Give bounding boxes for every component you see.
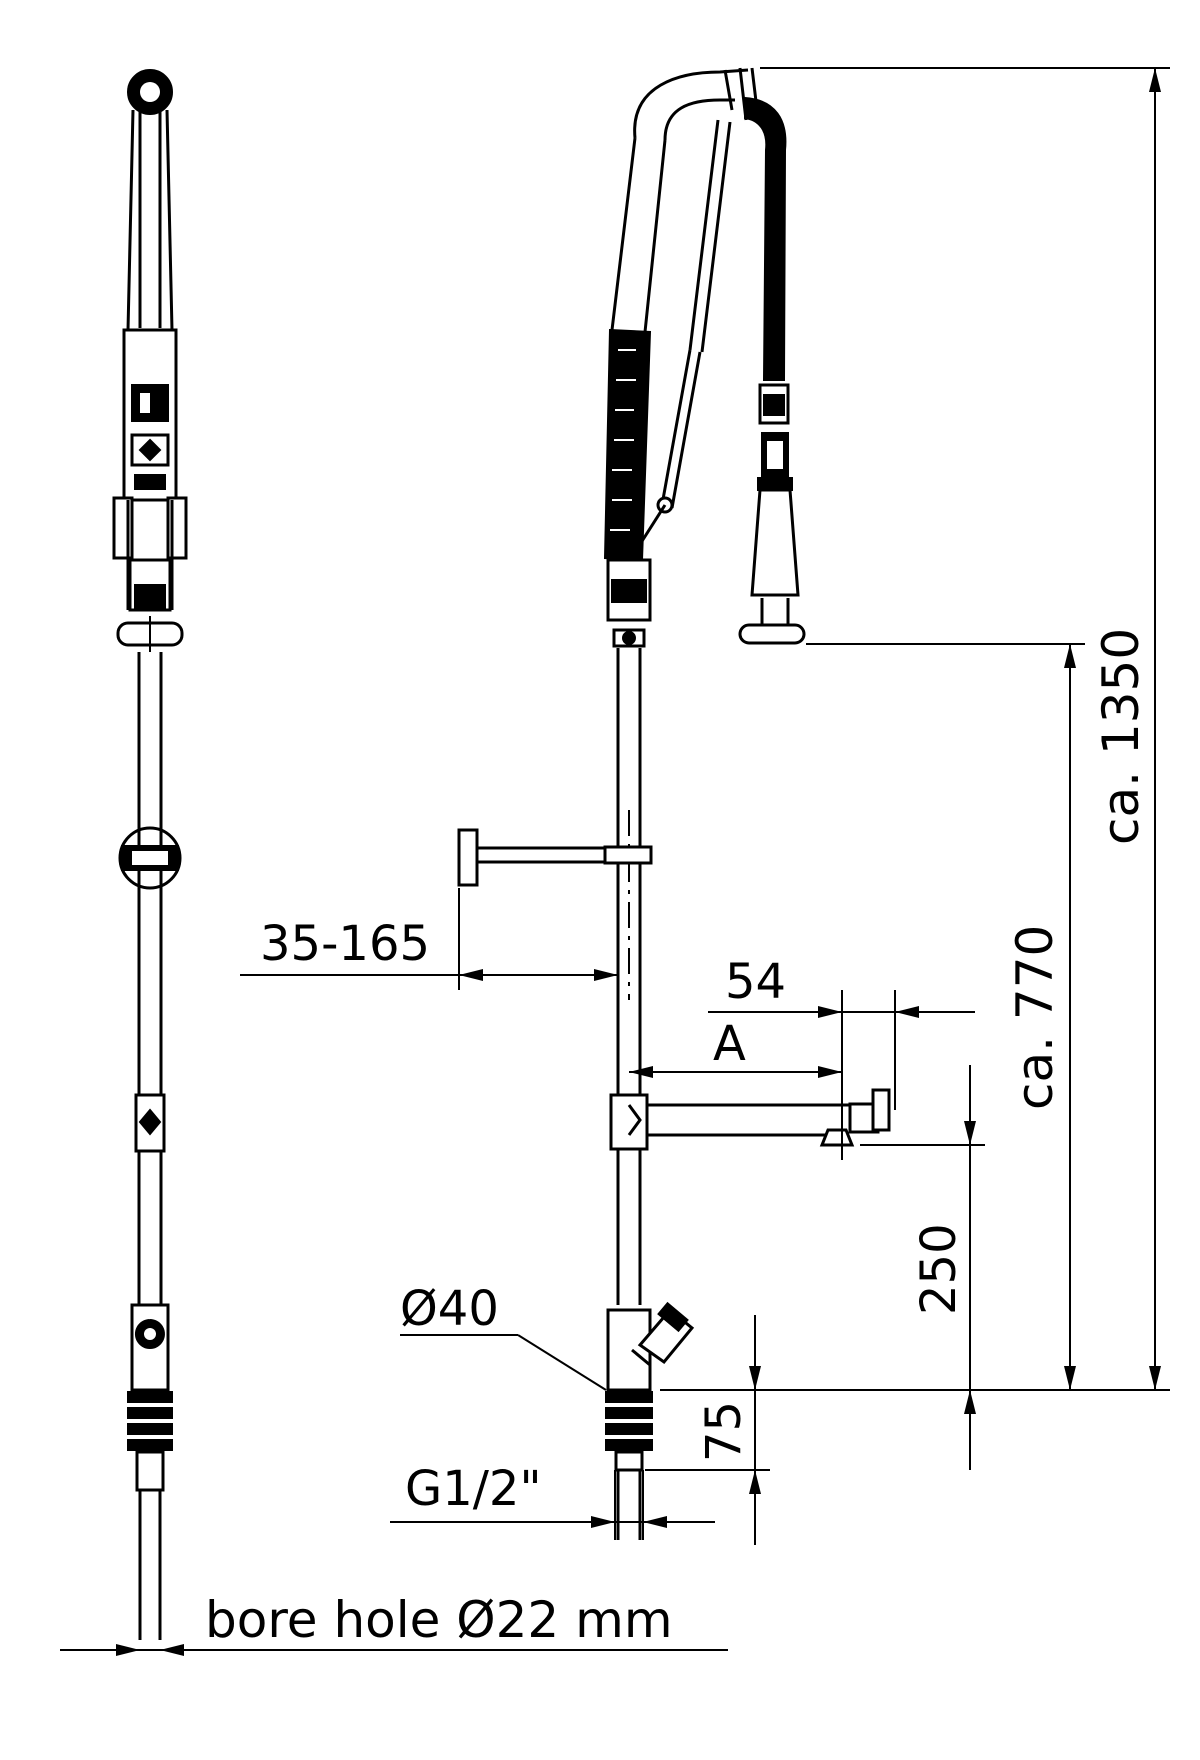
bore-hole-label: bore hole Ø22 mm (205, 1591, 673, 1649)
overhead-arc-inner (663, 98, 735, 141)
bore-hole-dimension: bore hole Ø22 mm (60, 1591, 728, 1656)
spring-coil (603, 328, 652, 562)
faucet-spout (647, 1103, 850, 1137)
front-wall-bracket-ring (118, 826, 182, 890)
base-diameter-label: Ø40 (400, 1281, 499, 1337)
side-base-nut-1 (605, 1391, 653, 1403)
overhead-arc-outer (633, 68, 749, 139)
spray-height-dimension: ca. 770 (806, 643, 1085, 1390)
faucet-reach-label: A (713, 1016, 746, 1072)
spray-height-label: ca. 770 (1006, 925, 1064, 1110)
wall-bracket-range-label: 35-165 (260, 916, 430, 972)
drop-hose (744, 96, 787, 381)
faucet-offset-dimension: 54 (708, 954, 975, 1160)
faucet-nozzle (819, 1128, 855, 1147)
base-height-dimension: 75 (645, 1315, 770, 1545)
wall-bracket-arm (477, 846, 612, 864)
front-base-nut-2 (127, 1407, 173, 1419)
thread-dimension: G1/2" (390, 1461, 715, 1528)
faucet-offset-label: 54 (725, 954, 786, 1010)
side-supply-stub (614, 1450, 644, 1472)
wall-bracket-clamp (603, 845, 653, 865)
front-hose-upper (126, 109, 174, 331)
overall-height-label: ca. 1350 (1092, 628, 1150, 845)
front-base-nut-3 (127, 1423, 173, 1435)
faucet-height-dimension: 250 (860, 1065, 985, 1470)
side-riser-tube (616, 648, 642, 1305)
faucet-reach-dimension: A (629, 1016, 842, 1078)
wall-bracket-range-dimension: 35-165 (240, 888, 618, 990)
faucet-tee (609, 1093, 649, 1151)
base-diameter-dimension: Ø40 (400, 1281, 607, 1391)
front-supply-stub (135, 1450, 165, 1492)
wall-bracket-plate (457, 828, 479, 887)
front-riser-tube (137, 652, 163, 1305)
faucet-height-label: 250 (911, 1223, 967, 1315)
overall-height-dimension: ca. 1350 (660, 67, 1170, 1391)
base-height-label: 75 (696, 1401, 752, 1462)
spray-plate (738, 623, 806, 645)
strut-arm (688, 119, 732, 353)
spring-tube (610, 137, 667, 333)
base-valve (606, 1308, 652, 1392)
side-view (457, 67, 891, 1540)
front-base-nut-4 (127, 1439, 173, 1451)
side-base-nut-2 (605, 1407, 653, 1419)
side-base-nut-3 (605, 1423, 653, 1435)
spray-head-grip (750, 488, 800, 597)
front-base-nut-1 (127, 1391, 173, 1403)
thread-label: G1/2" (405, 1461, 542, 1517)
front-view (112, 69, 188, 1640)
side-base-nut-4 (605, 1439, 653, 1451)
